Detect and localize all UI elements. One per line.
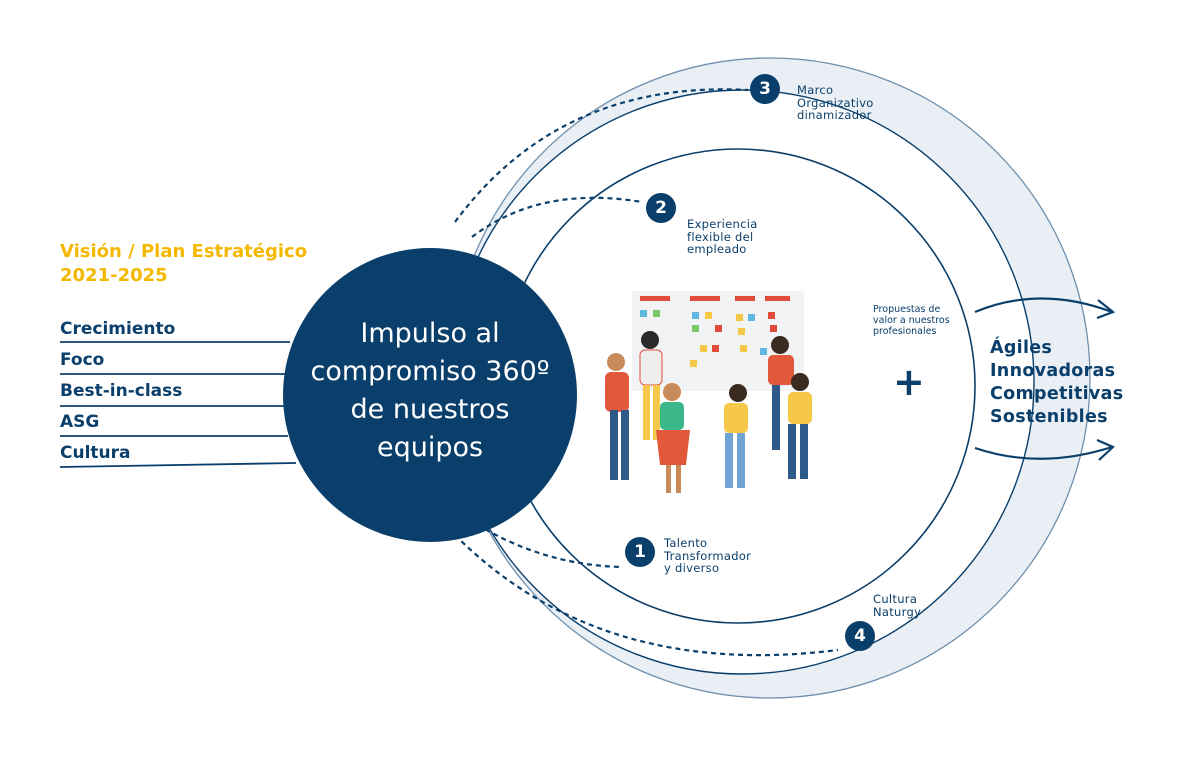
- person-3: [656, 383, 690, 493]
- pillar-foco: Foco: [60, 350, 105, 370]
- top-arrow: [974, 297, 1113, 314]
- center-title: Impulso al compromiso 360º de nuestros e…: [290, 315, 570, 467]
- step-3-label: Marco Organizativo dinamizador: [797, 83, 874, 122]
- step-1-badge: 1: [625, 537, 655, 567]
- person-2: [639, 331, 663, 440]
- propuestas-label: Propuestas de valor a nuestros profesion…: [873, 304, 950, 337]
- center-line-3: de nuestros: [350, 394, 510, 425]
- pillar-asg: ASG: [60, 412, 100, 432]
- person-6: [788, 373, 812, 479]
- step-3-badge: 3: [750, 74, 780, 104]
- team-illustration: [605, 291, 812, 493]
- pillar-lines: [59, 341, 297, 468]
- step-2-label: Experiencia flexible del empleado: [687, 217, 758, 256]
- center-line-1: Impulso al: [360, 318, 500, 349]
- outcome-innovadoras: Innovadoras: [990, 361, 1116, 381]
- person-1: [605, 353, 629, 480]
- plus-icon: +: [893, 360, 925, 404]
- sticky-notes: [640, 310, 777, 367]
- central-circle: [283, 248, 577, 542]
- center-line-2: compromiso 360º: [310, 356, 550, 387]
- outcome-arrows: [974, 297, 1116, 461]
- pillar-best-in-class: Best-in-class: [60, 381, 183, 401]
- person-4: [724, 384, 748, 488]
- center-line-4: equipos: [376, 432, 484, 463]
- person-5: [768, 336, 794, 450]
- outcome-sostenibles: Sostenibles: [990, 407, 1108, 427]
- outcome-agiles: Ágiles: [990, 338, 1053, 358]
- step-2-badge: 2: [646, 193, 676, 223]
- step-4-badge: 4: [845, 621, 875, 651]
- outcome-competitivas: Competitivas: [990, 384, 1124, 404]
- pillar-cultura: Cultura: [60, 443, 131, 463]
- vision-years: 2021-2025: [60, 265, 168, 286]
- pillar-crecimiento: Crecimiento: [60, 319, 176, 339]
- bottom-arrow: [974, 445, 1113, 460]
- step-4-label: Cultura Naturgy: [873, 592, 922, 619]
- vision-title: Visión / Plan Estratégico: [60, 241, 308, 262]
- vision-title-block: Visión / Plan Estratégico 2021-2025: [60, 240, 307, 288]
- step-1-label: Talento Transformador y diverso: [664, 536, 752, 575]
